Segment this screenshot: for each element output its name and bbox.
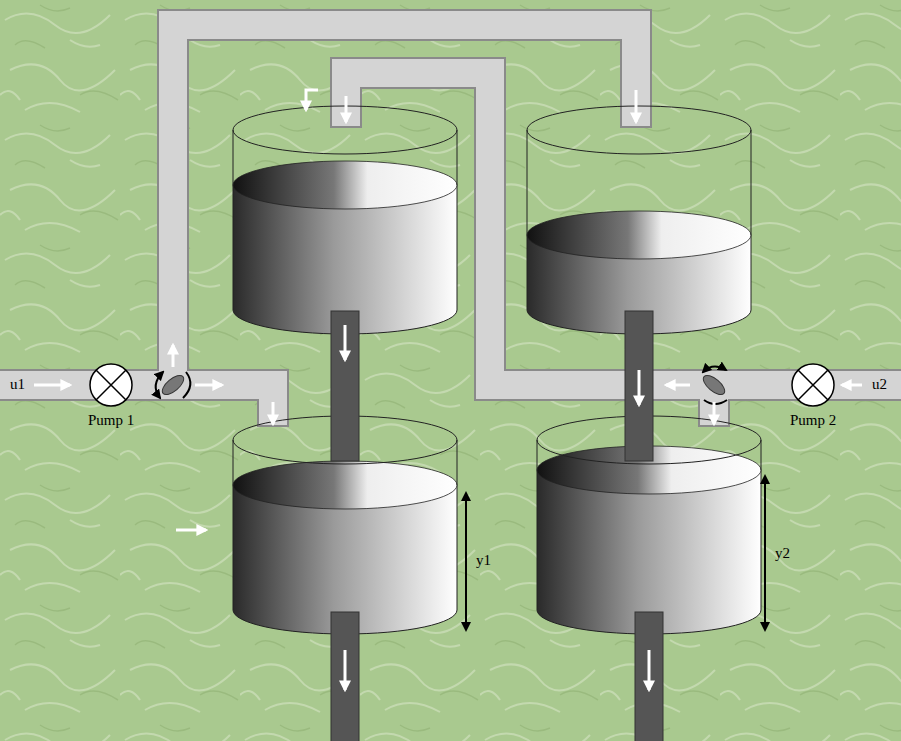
outlet-pipe bbox=[331, 311, 359, 461]
tanks bbox=[233, 106, 761, 634]
flow-arrow bbox=[648, 650, 651, 690]
level-signal: y2 bbox=[773, 545, 792, 562]
pipe-outlines bbox=[0, 25, 901, 427]
water-body bbox=[537, 470, 761, 634]
flow-arrow bbox=[842, 384, 862, 387]
pipe bbox=[0, 385, 273, 425]
pipe bbox=[0, 385, 273, 427]
level-signal: y1 bbox=[474, 552, 493, 569]
valve-disc bbox=[159, 372, 187, 398]
flow-arrow bbox=[666, 384, 690, 387]
flow-arrow bbox=[172, 345, 175, 367]
outlet-pipe bbox=[635, 612, 663, 741]
tank-wall bbox=[233, 130, 457, 185]
tank bbox=[233, 106, 457, 334]
pump-cross bbox=[96, 370, 126, 400]
water-surface bbox=[527, 211, 751, 259]
flow-arrows bbox=[34, 90, 862, 690]
outlet-pipes bbox=[331, 311, 663, 741]
tank-rim bbox=[527, 106, 751, 130]
flow-arrow bbox=[345, 96, 348, 122]
input-signal: u1 bbox=[8, 376, 27, 393]
valve-adjust-arrow bbox=[703, 366, 726, 372]
outlet-pipe bbox=[331, 612, 359, 741]
valve-adjust-arrow bbox=[156, 372, 163, 398]
level-dimension bbox=[764, 476, 766, 630]
outlet-pipe bbox=[625, 311, 653, 461]
pump-symbol bbox=[792, 364, 834, 406]
pumps bbox=[90, 364, 834, 406]
flow-arrow bbox=[306, 90, 318, 110]
flow-arrow bbox=[713, 402, 716, 424]
pipes bbox=[0, 25, 901, 425]
input-signal: u2 bbox=[870, 376, 889, 393]
level-arrows bbox=[466, 476, 765, 630]
valve-disc bbox=[700, 372, 728, 398]
water-surface bbox=[233, 461, 457, 509]
flow-arrow bbox=[344, 650, 347, 690]
pump-label: Pump 2 bbox=[788, 412, 838, 429]
flow-arrow bbox=[344, 325, 347, 360]
tank-wall bbox=[527, 130, 751, 235]
flow-arrow bbox=[272, 402, 275, 424]
tank bbox=[527, 106, 751, 334]
valve-adjust-arrow bbox=[183, 372, 190, 398]
flow-arrow bbox=[638, 370, 641, 405]
valves bbox=[156, 366, 728, 404]
level-dimension bbox=[465, 493, 467, 630]
flow-arrow bbox=[195, 384, 222, 387]
pump-symbol bbox=[90, 364, 132, 406]
tank-rim bbox=[233, 130, 457, 154]
pump-label: Pump 1 bbox=[86, 412, 136, 429]
flow-arrow bbox=[34, 384, 70, 387]
flow-arrow bbox=[635, 90, 638, 122]
tank-rim bbox=[527, 130, 751, 154]
water-surface bbox=[233, 161, 457, 209]
flow-arrow bbox=[176, 529, 206, 532]
pump-cross bbox=[798, 370, 828, 400]
